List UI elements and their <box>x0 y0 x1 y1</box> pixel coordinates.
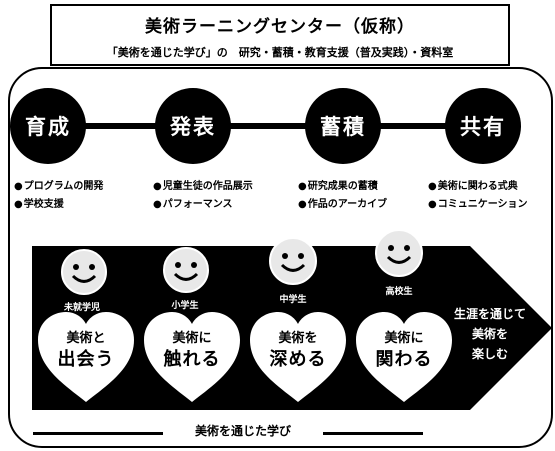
heart-line1: 美術と <box>66 331 106 346</box>
heart-line2: 関わる <box>375 349 433 370</box>
lifelong-line2: 美術を <box>471 327 508 341</box>
stage-circle-kyoyu: 共有 <box>445 88 521 164</box>
heart-icon <box>356 312 452 402</box>
bullet-item: 児童生徒の作品展示 <box>153 178 253 196</box>
age-label-elementary: 小学生 <box>171 301 199 311</box>
heart-line1: 美術に <box>384 331 424 346</box>
heart-icon <box>38 312 134 402</box>
age-label-junior-high: 中学生 <box>279 295 307 305</box>
heart-line1: 美術を <box>278 331 318 346</box>
bullet-item: パフォーマンス <box>153 196 253 214</box>
bullet-item: プログラムの開発 <box>14 178 104 196</box>
stage-bullets-happyo: 児童生徒の作品展示 パフォーマンス <box>153 178 253 214</box>
lifelong-line1: 生涯を通じて <box>453 307 526 321</box>
bullet-item: 作品のアーカイブ <box>298 196 387 214</box>
stage-circle-happyo: 発表 <box>155 88 231 164</box>
bullet-item: コミュニケーション <box>428 196 528 214</box>
heart-label-deepen: 美術を 深める <box>248 330 348 372</box>
stage-bullets-kyoyu: 美術に関わる式典 コミュニケーション <box>428 178 528 214</box>
heart-label-touch: 美術に 触れる <box>142 330 242 372</box>
diagram-title: 美術ラーニングセンター（仮称） <box>145 17 415 37</box>
title-box: 美術ラーニングセンター（仮称） 「美術を通じた学び」の 研究・蓄積・教育支援（普… <box>50 4 510 66</box>
stage-bullets-ikusei: プログラムの開発 学校支援 <box>14 178 104 214</box>
heart-icon <box>250 312 346 402</box>
heart-label-engage: 美術に 関わる <box>354 330 454 372</box>
heart-line1: 美術に <box>172 331 212 346</box>
smiley-face-icon <box>163 247 209 293</box>
age-label-preschool: 未就学児 <box>63 303 100 313</box>
footer-line-left <box>33 432 163 435</box>
heart-icon <box>144 312 240 402</box>
smiley-face-icon <box>61 249 107 295</box>
diagram-subtitle: 「美術を通じた学び」の 研究・蓄積・教育支援（普及実践）・資料室 <box>106 46 454 59</box>
stage-bullets-chikuseki: 研究成果の蓄積 作品のアーカイブ <box>298 178 387 214</box>
smiley-face-icon <box>375 229 423 277</box>
footer-label: 美術を通じた学び <box>163 422 323 439</box>
heart-line2: 深める <box>269 349 327 370</box>
age-label-high-school: 高校生 <box>385 287 413 297</box>
heart-line2: 出会う <box>57 349 115 370</box>
heart-label-meet: 美術と 出会う <box>36 330 136 372</box>
footer-line-right <box>323 432 423 435</box>
stage-connector <box>60 123 490 129</box>
smiley-face-icon <box>269 237 317 285</box>
lifelong-line3: 楽しむ <box>471 347 508 361</box>
heart-line2: 触れる <box>163 349 221 370</box>
bullet-item: 美術に関わる式典 <box>428 178 528 196</box>
stage-circle-ikusei: 育成 <box>10 88 86 164</box>
stage-circle-chikuseki: 蓄積 <box>305 88 381 164</box>
lifelong-label: 生涯を通じて 美術を 楽しむ <box>440 304 540 364</box>
bullet-item: 学校支援 <box>14 196 103 214</box>
bullet-item: 研究成果の蓄積 <box>298 178 387 196</box>
